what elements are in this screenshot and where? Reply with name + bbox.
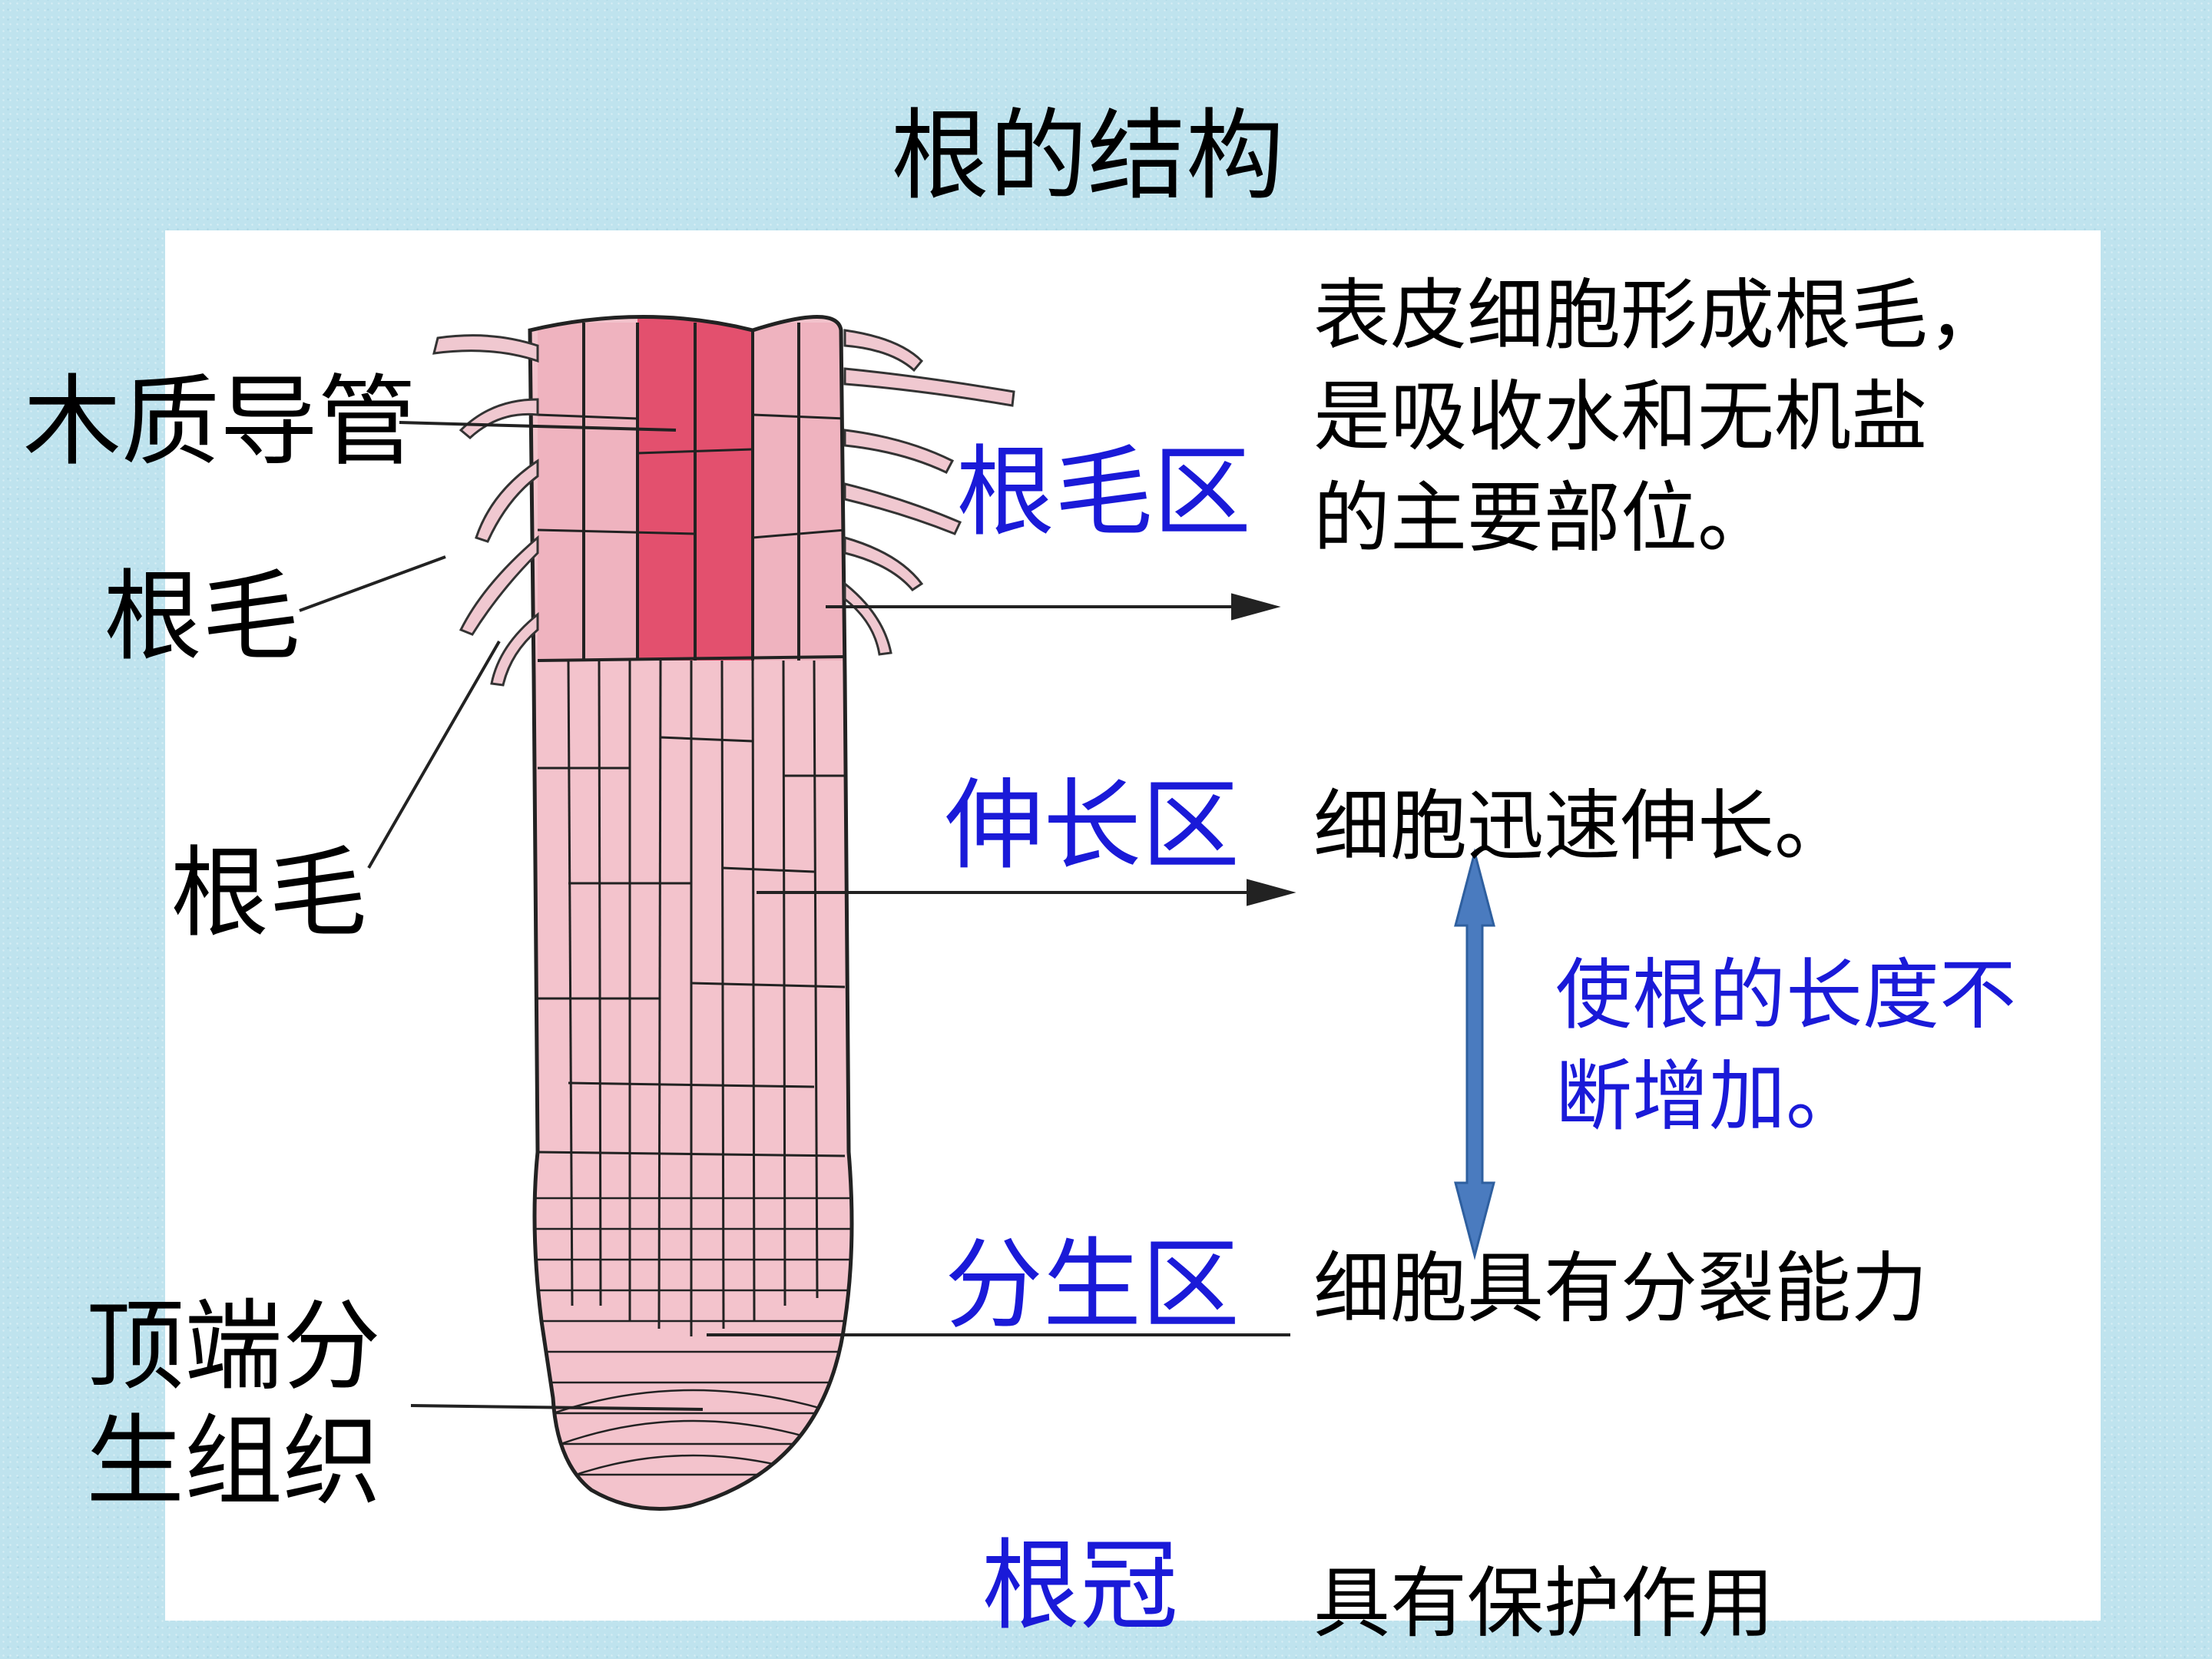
length-double-arrow — [1455, 853, 1494, 1256]
root-hair-label-1: 根毛 — [104, 568, 300, 667]
root-hair-description-line3: 的主要部位。 — [1313, 468, 2005, 569]
elongation-zone-arrowhead — [1248, 881, 1290, 904]
root-cap-description: 具有保护作用 — [1313, 1553, 1774, 1654]
xylem-label: 木质导管 — [23, 373, 416, 472]
elongation-description: 细胞迅速伸长。 — [1313, 776, 1851, 877]
length-description: 使根的长度不 断增加。 — [1555, 945, 2016, 1147]
root-cap-label: 根冠 — [982, 1538, 1178, 1636]
apical-meristem-label-line2: 生组织 — [86, 1413, 381, 1512]
root-hair-label-2: 根毛 — [171, 845, 367, 943]
length-description-line1: 使根的长度不 — [1555, 945, 2016, 1046]
meristem-zone-label: 分生区 — [945, 1237, 1240, 1335]
apical-meristem-label-line1: 顶端分 — [86, 1298, 381, 1396]
root-hair-description-line1: 表皮细胞形成根毛， — [1313, 265, 2005, 366]
elongation-zone-label: 伸长区 — [945, 777, 1240, 876]
root-hair-zone-arrowhead — [1233, 595, 1275, 618]
root-hair-zone-label: 根毛区 — [956, 444, 1251, 542]
root-hair-description-line2: 是吸收水和无机盐 — [1313, 366, 2005, 468]
root-hair-leader-line-1 — [300, 557, 445, 611]
root-hair-leader-line-2 — [369, 641, 499, 868]
length-description-line2: 断增加。 — [1555, 1046, 2016, 1147]
meristem-description: 细胞具有分裂能力 — [1313, 1238, 1928, 1339]
root-hair-description: 表皮细胞形成根毛， 是吸收水和无机盐 的主要部位。 — [1313, 265, 2005, 569]
